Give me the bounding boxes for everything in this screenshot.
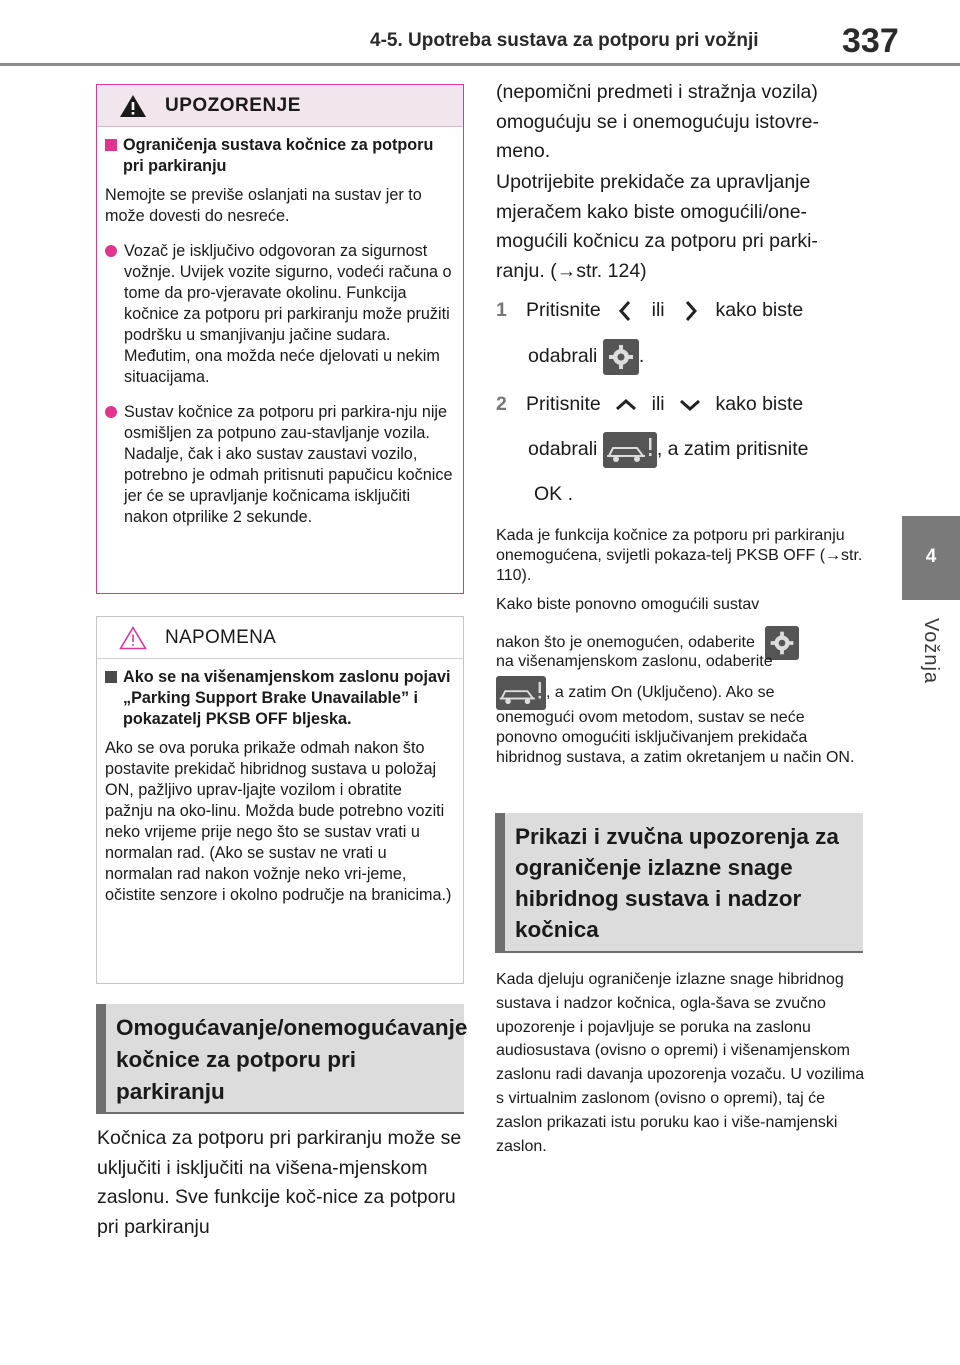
warning-bullet-text: Vozač je isključivo odgovoran za sigurno… — [124, 242, 452, 386]
info-text-2d: , a zatim On (Uključeno). Ako se — [496, 676, 866, 710]
section-heading-warnings: Prikazi i zvučna upozorenja za ograničen… — [495, 813, 863, 953]
ref-arrow-icon: → — [825, 547, 842, 564]
step-text: , a zatim pritisnite — [656, 438, 809, 461]
step-text: kako biste — [715, 299, 804, 321]
warning-subheading: Ograničenja sustava kočnice za potporu p… — [105, 135, 453, 177]
warning-paragraph: Nemojte se previše oslanjati na sustav j… — [105, 186, 422, 225]
parking-brake-car-icon — [496, 676, 546, 710]
section-title: 4-5. Upotreba sustava za potporu pri vož… — [370, 30, 759, 51]
square-bullet-icon — [105, 671, 117, 683]
info-text: , a zatim On (Uključeno). Ako se — [546, 684, 775, 702]
step-text: Pritisnite — [526, 299, 601, 321]
info-text-2e: onemogući ovom metodom, sustav se neće p… — [496, 709, 855, 766]
warning-bullet: Vozač je isključivo odgovoran za sigurno… — [105, 241, 453, 388]
up-arrow-icon — [616, 398, 637, 410]
step-text: . — [567, 483, 574, 505]
chapter-label: Vožnja — [920, 618, 942, 685]
square-bullet-icon — [105, 139, 117, 151]
warning-box: UPOZORENJE Ograničenja sustava kočnice z… — [96, 84, 464, 594]
note-header: NAPOMENA — [97, 617, 463, 659]
right-arrow-icon — [685, 300, 698, 321]
ok-button-label: OK — [534, 483, 563, 505]
step-text: kako biste — [715, 393, 804, 415]
warning-title: UPOZORENJE — [165, 94, 301, 116]
step-text: ili — [651, 299, 665, 321]
section-body-text: Kočnica za potporu pri parkiranju može s… — [97, 1127, 462, 1238]
info-text-1: Kada je funkcija kočnice za potporu pri … — [496, 526, 866, 586]
warning-triangle-icon — [120, 94, 146, 117]
step-text: Pritisnite — [526, 393, 601, 415]
section-heading-enable-disable: Omogućavanje/onemogućavanje kočnice za p… — [96, 1004, 467, 1114]
warning-header: UPOZORENJE — [97, 85, 463, 127]
chapter-number: 4 — [925, 546, 937, 567]
settings-gear-icon — [765, 626, 800, 660]
settings-gear-icon — [602, 339, 639, 375]
step-number: 1 — [496, 299, 507, 321]
dot-bullet-icon — [105, 245, 117, 257]
left-arrow-icon — [619, 300, 631, 321]
step-2-line-3: OK . — [534, 480, 634, 510]
caution-triangle-icon — [119, 625, 147, 649]
note-subheading: Ako se na višenamjenskom zaslonu pojavi … — [105, 667, 453, 730]
step-text: odabrali — [528, 438, 598, 461]
step-2-line-2: odabrali , a zatim pritisnite — [528, 432, 878, 468]
instruction-text: Upotrijebite prekidače za upravljanje mj… — [496, 168, 866, 286]
section-warnings-body: Kada djeluju ograničenje izlazne snage h… — [496, 971, 865, 1155]
step-2: 2 Pritisnite ili kako biste — [496, 390, 876, 420]
ref-arrow-icon: → — [556, 259, 577, 282]
dot-bullet-icon — [105, 406, 117, 418]
warning-subheading-text: Ograničenja sustava kočnice za potporu p… — [123, 136, 434, 175]
warning-bullet: Sustav kočnice za potporu pri parkira-nj… — [105, 402, 453, 528]
step-text: odabrali — [528, 345, 598, 368]
header-rule — [0, 63, 960, 66]
page-number: 337 — [842, 22, 899, 60]
note-box: NAPOMENA Ako se na višenamjenskom zaslon… — [96, 616, 464, 984]
step-text: . — [638, 345, 645, 368]
step-number: 2 — [496, 393, 507, 415]
instruction-main: Upotrijebite prekidače za upravljanje mj… — [496, 171, 818, 282]
note-paragraph: Ako se ova poruka prikaže odmah nakon št… — [105, 739, 452, 904]
info-text-ref: str. 110). — [496, 547, 863, 584]
note-title: NAPOMENA — [165, 626, 277, 648]
info-text: nakon što je onemogućen, odaberite — [496, 634, 755, 652]
chapter-tab: 4 — [902, 516, 960, 600]
step-text: ili — [651, 393, 665, 415]
info-text-2c: na višenamjenskom zaslonu, odaberite — [496, 653, 773, 670]
info-text-2a: Kako biste ponovno omogućili sustav — [496, 596, 760, 613]
step-1-line-2: odabrali . — [528, 339, 868, 375]
info-text-2b: nakon što je onemogućen, odaberite — [496, 626, 876, 660]
step-1: 1 Pritisnite ili kako biste — [496, 296, 876, 326]
warning-bullet-text: Sustav kočnice za potporu pri parkira-nj… — [124, 403, 453, 526]
down-arrow-icon — [680, 399, 701, 411]
note-subheading-text: Ako se na višenamjenskom zaslonu pojavi … — [123, 668, 451, 728]
continuation-text: (nepomični predmeti i stražnja vozila) o… — [496, 81, 820, 162]
instruction-ref: str. 124) — [576, 259, 647, 282]
info-text-main: Kada je funkcija kočnice za potporu pri … — [496, 527, 845, 564]
parking-brake-car-icon — [602, 432, 657, 468]
